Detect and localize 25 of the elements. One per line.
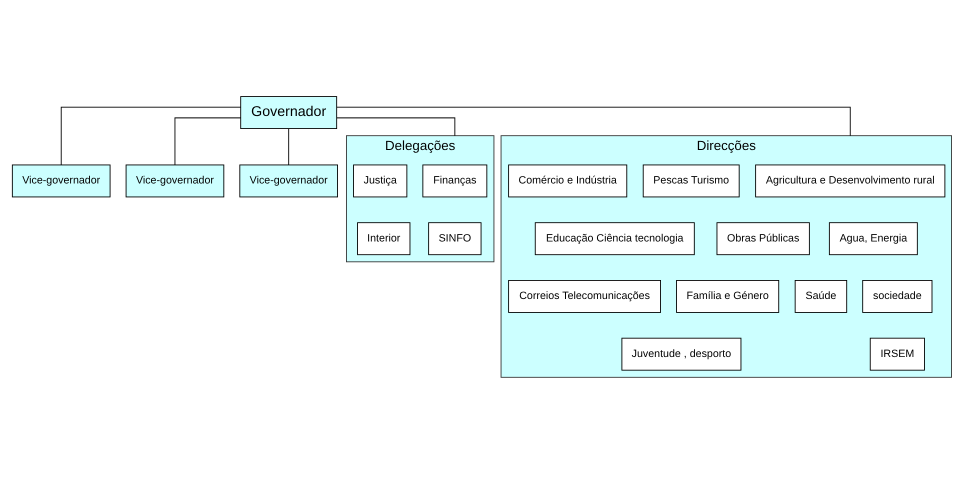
node-box: Justiça	[353, 164, 408, 198]
connector	[288, 128, 290, 166]
node-box: Obras Públicas	[716, 222, 810, 256]
node-box: sociedade	[862, 280, 932, 313]
node-box: Interior	[357, 222, 410, 256]
node-box: IRSEM	[870, 338, 925, 371]
node-box: Vice-governador	[12, 164, 111, 198]
node-box: Juventude , desporto	[621, 338, 742, 371]
node-box: Saúde	[794, 280, 848, 313]
node-box: Governador	[240, 96, 338, 129]
node-box: Pescas Turismo	[642, 164, 740, 198]
node-box: Educação Ciência tecnologia	[534, 222, 695, 256]
node-box: Família e Género	[676, 280, 780, 313]
node-box: Vice-governador	[239, 164, 338, 198]
node-box: Correios Telecomunicações	[508, 280, 661, 313]
connector	[336, 117, 456, 136]
node-box: Agricultura e Desenvolvimento rural	[755, 164, 946, 198]
node-box: SINFO	[428, 222, 482, 256]
connector	[336, 106, 851, 136]
node-box: Finanças	[422, 164, 488, 198]
node-box: Vice-governador	[126, 164, 224, 198]
connector	[174, 117, 241, 166]
connector	[60, 106, 241, 166]
node-box: Agua, Energia	[828, 222, 918, 256]
node-box: Comércio e Indústria	[508, 164, 628, 198]
